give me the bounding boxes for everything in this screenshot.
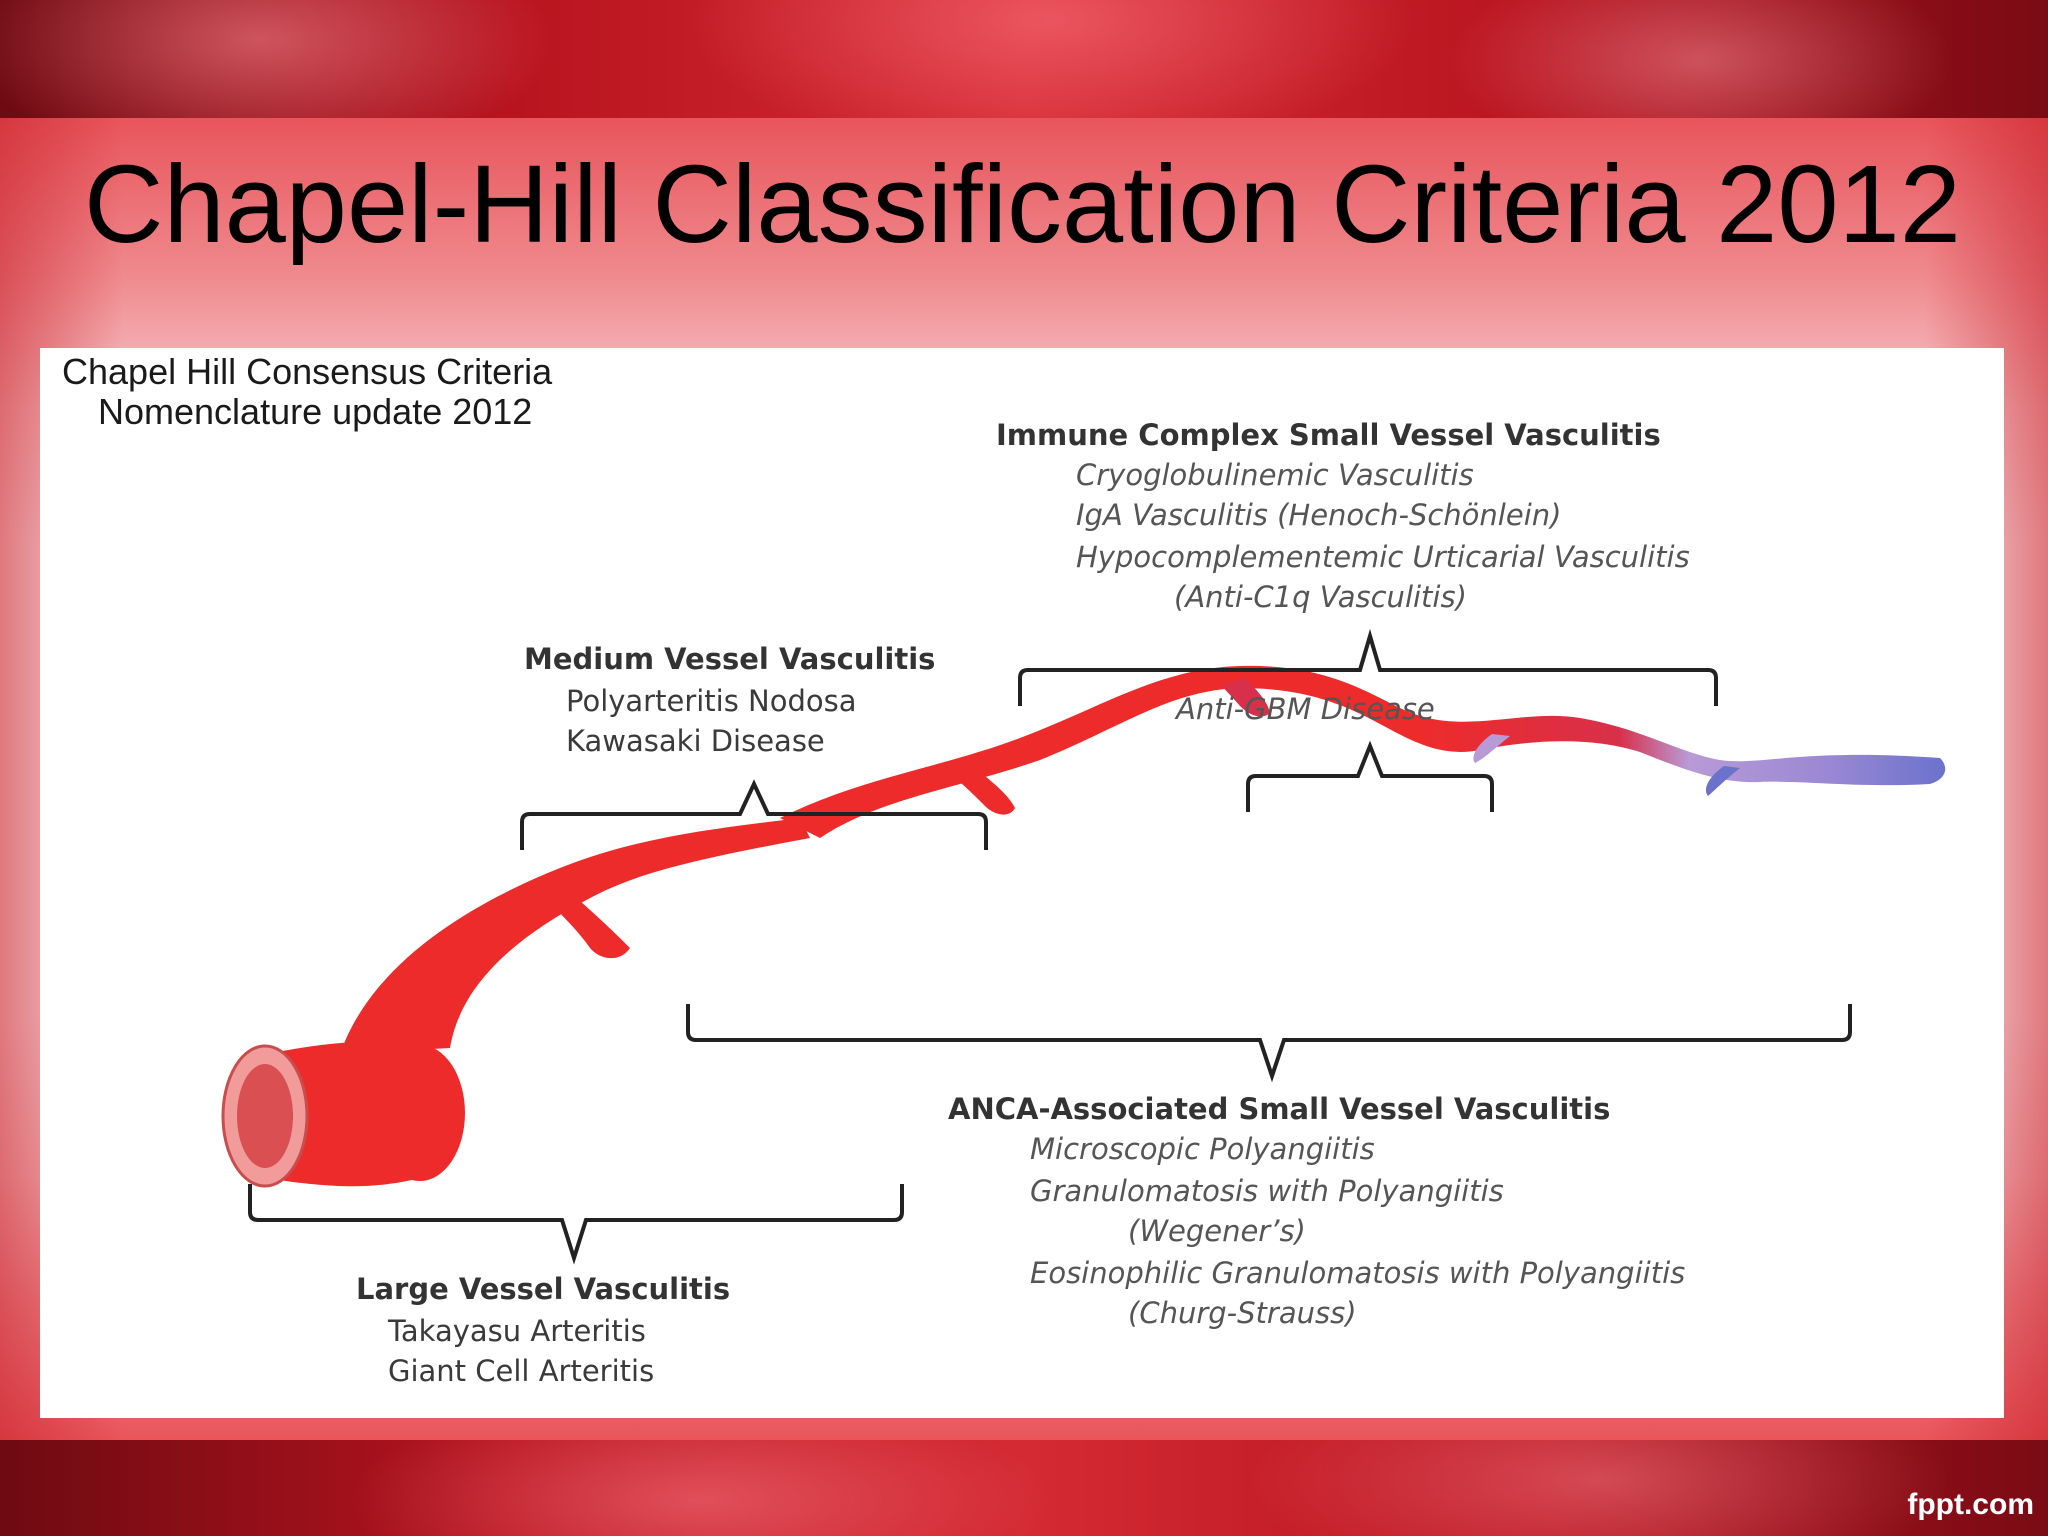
branch-medium xyxy=(955,772,1015,815)
immune-complex-item: (Anti-C1q Vasculitis) xyxy=(1174,580,1467,614)
branch-small-2 xyxy=(1473,734,1510,763)
bracket-large xyxy=(248,1184,904,1265)
large-vessel-item: Giant Cell Arteritis xyxy=(388,1354,655,1388)
anca-title: ANCA-Associated Small Vessel Vasculitis xyxy=(948,1092,1611,1126)
immune-complex-item: Hypocomplementemic Urticarial Vasculitis xyxy=(1076,540,1690,574)
immune-complex-title: Immune Complex Small Vessel Vasculitis xyxy=(996,418,1661,452)
anti-gbm-label: Anti-GBM Disease xyxy=(1176,692,1435,726)
large-vessel-title: Large Vessel Vasculitis xyxy=(356,1272,731,1306)
immune-complex-item: Cryoglobulinemic Vasculitis xyxy=(1076,458,1474,492)
small-vessel-shape xyxy=(780,665,1946,838)
diagram-panel: Chapel Hill Consensus Criteria Nomenclat… xyxy=(40,348,2004,1418)
medium-vessel-item: Kawasaki Disease xyxy=(566,724,825,758)
branch-small-1 xyxy=(1222,678,1270,717)
branch-small-3 xyxy=(1705,766,1740,796)
medium-vessel-title: Medium Vessel Vasculitis xyxy=(524,642,936,676)
diagram-header-line2: Nomenclature update 2012 xyxy=(98,391,533,432)
anca-item: Granulomatosis with Polyangiitis xyxy=(1030,1174,1504,1208)
anca-item: (Churg-Strauss) xyxy=(1128,1296,1357,1330)
immune-complex-item: IgA Vasculitis (Henoch-Schönlein) xyxy=(1076,498,1562,532)
anca-item: (Wegener’s) xyxy=(1128,1214,1306,1248)
large-vessel-item: Takayasu Arteritis xyxy=(388,1314,646,1348)
vessel-diagram xyxy=(221,628,1946,1265)
fppt-watermark: fppt.com xyxy=(1907,1488,2034,1521)
bracket-immune-complex xyxy=(1018,628,1718,706)
anca-item: Microscopic Polyangiitis xyxy=(1030,1132,1375,1166)
medium-vessel-item: Polyarteritis Nodosa xyxy=(566,684,857,718)
diagram-header-line1: Chapel Hill Consensus Criteria xyxy=(62,351,553,392)
brackets xyxy=(248,628,1852,1265)
bracket-medium xyxy=(520,779,988,850)
slide-title: Chapel-Hill Classification Criteria 2012 xyxy=(84,143,1961,266)
bracket-anca xyxy=(686,1004,1852,1083)
large-vessel-shape xyxy=(221,818,810,1188)
bracket-anti-gbm xyxy=(1246,740,1494,812)
anca-item: Eosinophilic Granulomatosis with Polyang… xyxy=(1030,1256,1686,1290)
